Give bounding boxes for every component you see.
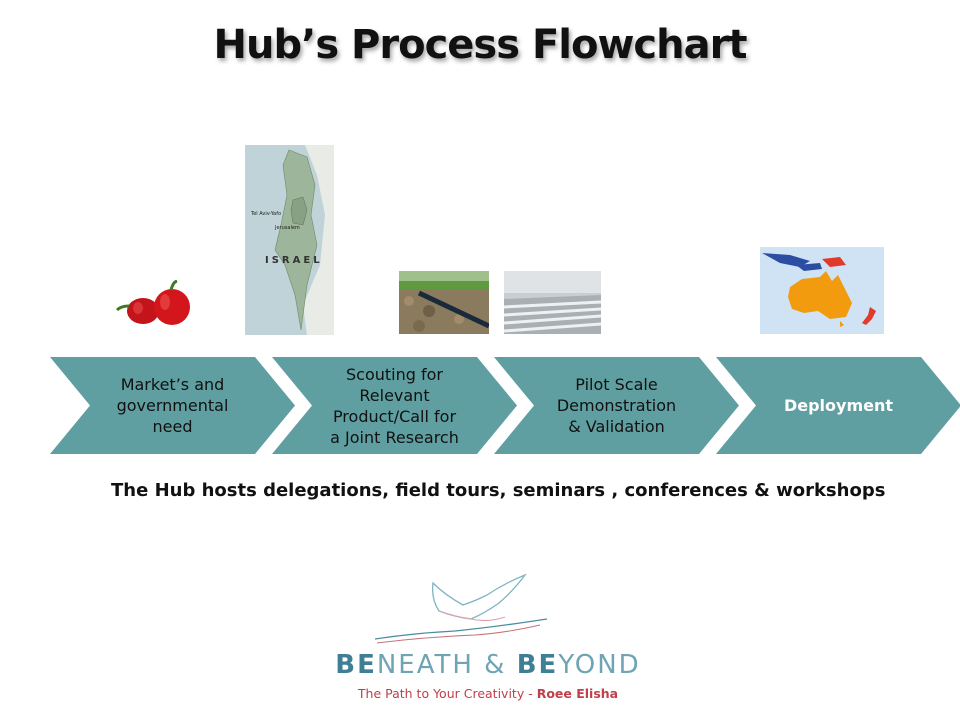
step-label-4: Deployment bbox=[783, 396, 894, 415]
map-country-label: ISRAEL bbox=[265, 255, 323, 266]
footer-note: The Hub hosts delegations, field tours, … bbox=[111, 480, 886, 501]
brand-tagline: The Path to Your Creativity - Roee Elish… bbox=[357, 686, 619, 701]
brand-name: BENEATH & BEYOND bbox=[335, 650, 641, 680]
map-city-jerusalem: Jerusalem bbox=[274, 225, 300, 231]
map-city-tel-aviv: Tel Aviv-Yafo bbox=[250, 211, 281, 217]
greenhouse-image bbox=[504, 271, 601, 334]
step-label-3: Pilot Scale Demonstration & Validation bbox=[556, 375, 677, 436]
israel-map-image: Tel Aviv-Yafo Jerusalem ISRAEL bbox=[245, 145, 334, 335]
step-label-2: Scouting for Relevant Product/Call for a… bbox=[330, 364, 459, 447]
step-label-1: Market’s and governmental need bbox=[116, 375, 229, 436]
drip-irrigation-image bbox=[399, 271, 489, 334]
australia-map-image bbox=[760, 247, 884, 334]
page-title: Hub’s Process Flowchart bbox=[213, 22, 748, 68]
bird-logo-icon bbox=[375, 573, 548, 644]
red-peppers-image bbox=[115, 280, 190, 325]
